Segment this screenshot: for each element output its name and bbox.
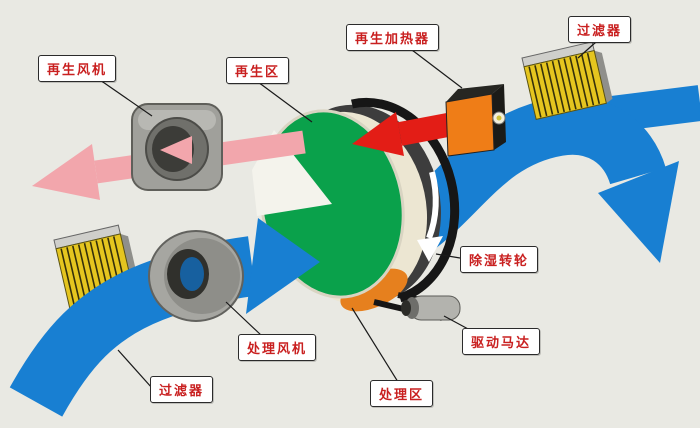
motor-pulley <box>401 300 411 316</box>
label-regeneration-fan: 再生风机 <box>38 55 117 82</box>
regeneration-fan <box>131 103 223 191</box>
belt <box>351 97 460 303</box>
leader-lines <box>99 41 597 389</box>
wheel-orange-segment <box>340 268 408 312</box>
process-fan <box>148 230 244 322</box>
label-process-fan: 处理风机 <box>238 334 317 361</box>
rotation-arrow-icon <box>417 171 443 262</box>
regeneration-heater <box>445 84 506 157</box>
fan-exhaust-air <box>160 136 192 164</box>
label-dehumidifier-wheel: 除湿转轮 <box>460 246 539 273</box>
filter-pleats <box>528 52 601 118</box>
drive-belt-and-motor <box>351 97 461 321</box>
label-drive-motor: 驱动马达 <box>462 328 541 355</box>
leader-wheel <box>435 253 461 259</box>
leader-regen-heater <box>411 49 463 89</box>
leader-filter-top <box>577 41 597 59</box>
leader-motor <box>443 315 471 331</box>
leader-regen-zone <box>257 81 313 123</box>
label-filter-top: 过滤器 <box>568 16 632 43</box>
leader-regen-fan <box>99 79 153 117</box>
label-regeneration-zone: 再生区 <box>226 57 290 84</box>
label-process-zone: 处理区 <box>370 380 434 407</box>
label-regeneration-heater: 再生加热器 <box>346 24 440 51</box>
leader-process-zone <box>351 307 399 383</box>
label-filter-bottom: 过滤器 <box>150 376 214 403</box>
filter-top <box>521 41 613 120</box>
leader-process-fan <box>225 301 263 337</box>
leader-filter-bottom <box>117 349 153 389</box>
